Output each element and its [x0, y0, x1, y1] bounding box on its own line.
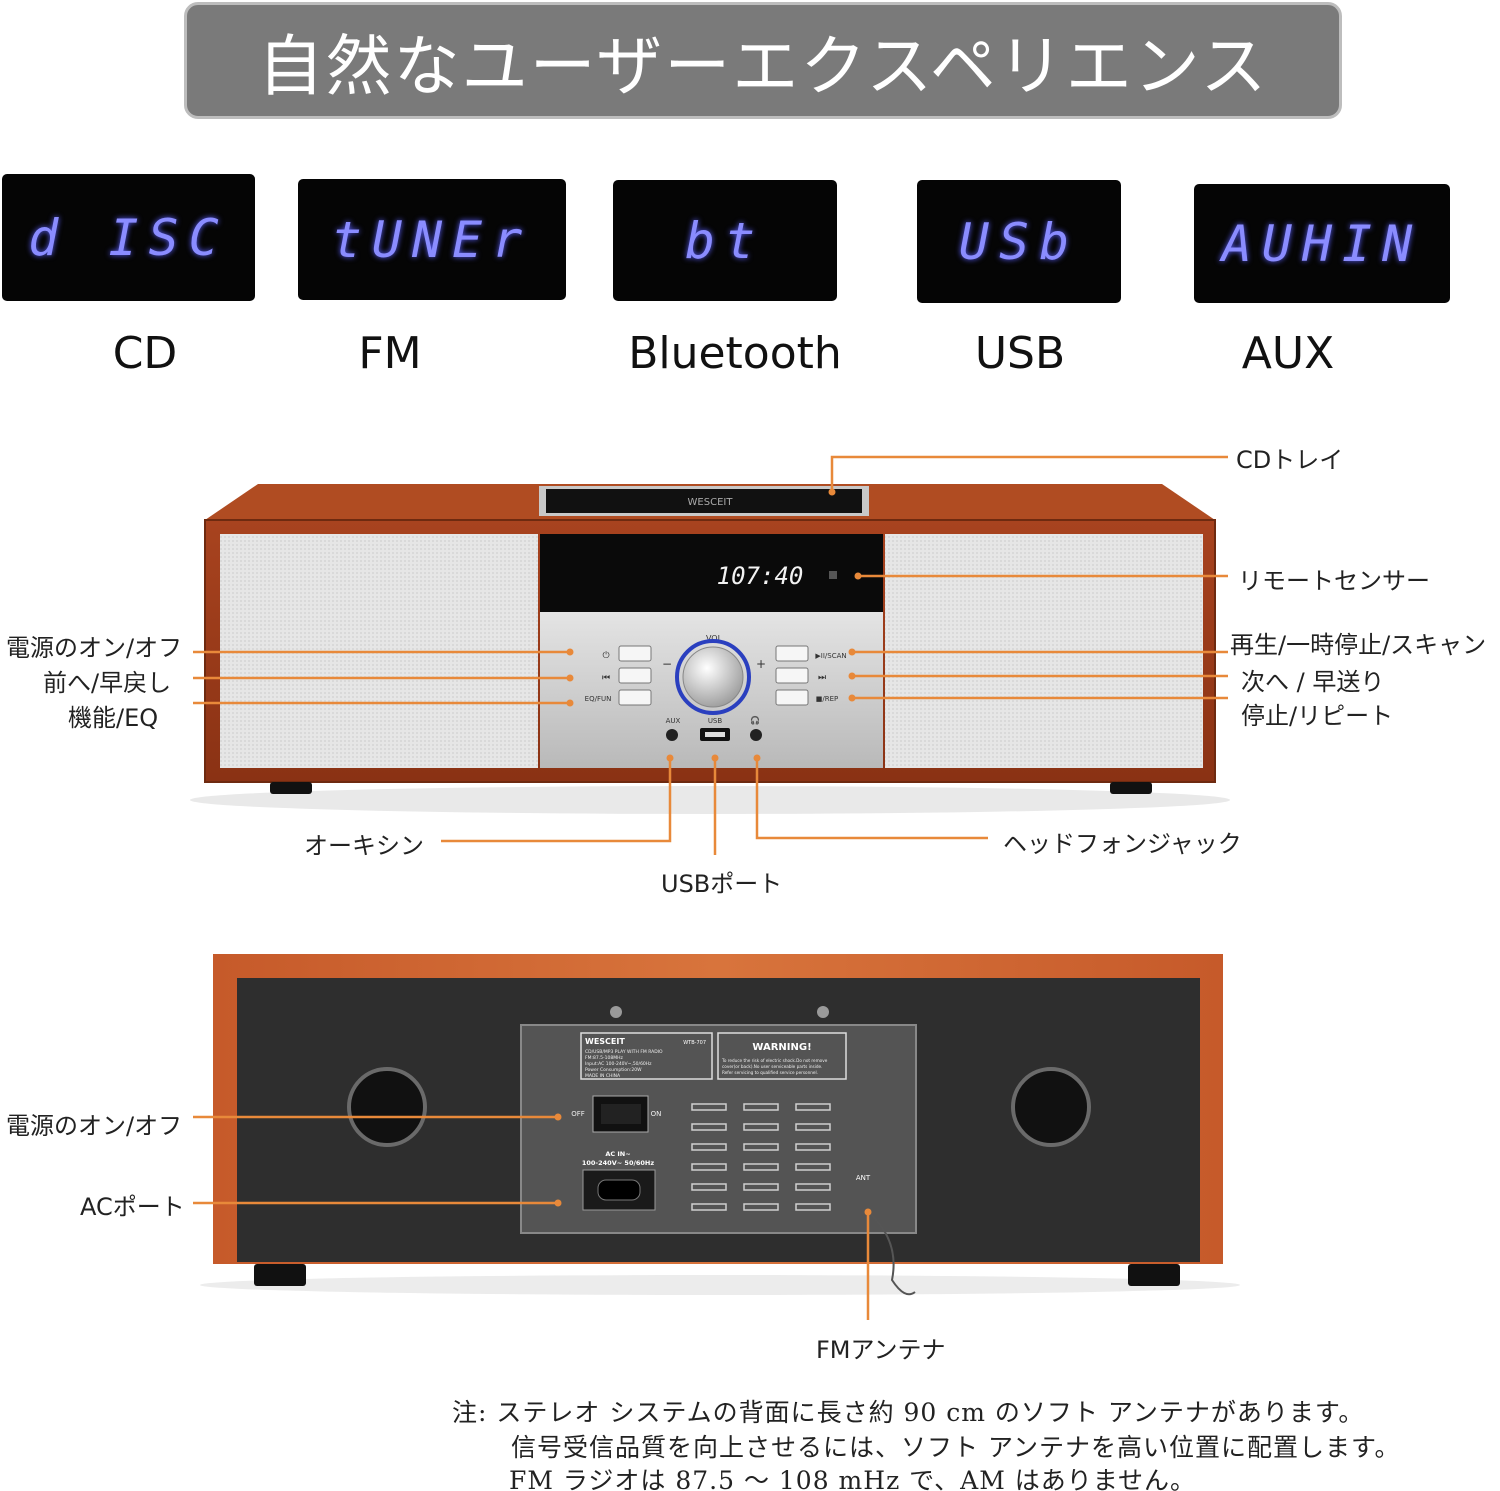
vol-label: VOL [706, 634, 723, 643]
mode-label-aux: AUX [1241, 328, 1335, 379]
headphone-jack [750, 729, 762, 741]
aux-jack [666, 729, 678, 741]
prev-icon: ⏮ [602, 673, 610, 683]
next-icon: ⏭ [818, 673, 826, 683]
play-pause-button [775, 645, 809, 662]
note-line-3: FM ラジオは 87.5 ～ 108 mHz で、AM はありません。 [509, 1466, 1197, 1491]
callout-cd-tray: CDトレイ [1236, 446, 1344, 474]
callout-play-pause: 再生/一時停止/スキャン [1230, 631, 1487, 659]
prev-button [618, 667, 652, 684]
callout-next: 次へ / 早送り [1241, 668, 1385, 696]
lcd-text-usb: USb [958, 212, 1080, 271]
spec-line-2: FM:87.5-108MHz [585, 1055, 623, 1061]
lcd-text-fm: tUNEr [331, 210, 533, 269]
warning-line-1: To reduce the risk of electric shock.Do … [721, 1058, 828, 1063]
callout-usb-port: USBポート [661, 870, 783, 898]
front-foot-left [270, 782, 312, 794]
switch-on-label: ON [651, 1110, 662, 1118]
front-foot-right [1110, 782, 1152, 794]
callout-aux: オーキシン [304, 832, 424, 860]
spec-model: WTB-707 [683, 1040, 706, 1046]
callout-ac-port: ACポート [80, 1193, 185, 1221]
mode-label-fm: FM [358, 328, 422, 379]
note-line-2: 信号受信品質を向上させるには、ソフト アンテナを高い位置に配置します。 [511, 1433, 1401, 1462]
warning-line-3: Refer servicing to qualified service per… [722, 1070, 818, 1075]
back-foot-right [1128, 1264, 1180, 1286]
spec-brand: WESCEIT [585, 1037, 625, 1046]
next-button [775, 667, 809, 684]
spec-line-3: Input:AC 100-240V~,50/60Hz [585, 1061, 652, 1067]
note-line-1: 注: ステレオ システムの背面に長さ約 90 cm のソフト アンテナがあります… [452, 1398, 1365, 1427]
callout-function: 機能/EQ [68, 704, 159, 732]
svg-text:+: + [756, 657, 766, 671]
callout-stop-repeat: 停止/リピート [1241, 702, 1394, 730]
lcd-display-cd: d ISC [2, 174, 255, 301]
front-shadow [190, 786, 1230, 814]
stop-button [775, 689, 809, 706]
left-bass-port [347, 1067, 427, 1147]
back-shadow [200, 1275, 1240, 1295]
fm-antenna-wire [867, 1211, 916, 1296]
clock-readout: 107:40 [717, 562, 804, 590]
volume-ring [675, 639, 751, 715]
callout-power: 電源のオン/オフ [6, 634, 183, 662]
lcd-text-aux: AUHIN [1221, 214, 1423, 273]
spec-line-1: CD/USB/MP3 PLAY WITH FM RADIO [585, 1049, 663, 1055]
cd-tray: WESCEIT [539, 486, 869, 516]
vent-slots [691, 1103, 831, 1211]
back-callout-lines [193, 1115, 870, 1320]
spec-label [580, 1032, 713, 1080]
lcd-text-bluetooth: bt [684, 211, 766, 270]
warning-title: WARNING! [752, 1042, 811, 1053]
banner-title: 自然なユーザーエクスペリエンス [257, 27, 1269, 105]
mode-label-usb: USB [974, 328, 1066, 379]
front-callout-lines [193, 455, 1228, 855]
power-button [618, 645, 652, 662]
warning-line-2: cover(or back).No user serviceable parts… [722, 1064, 822, 1069]
eq-fun-label: EQ/FUN [585, 695, 612, 703]
mode-label-bluetooth: Bluetooth [628, 328, 842, 379]
ant-label: ANT [856, 1174, 871, 1182]
switch-off-label: OFF [571, 1110, 585, 1118]
callout-fm-antenna: FMアンテナ [816, 1336, 946, 1364]
lcd-text-cd: d ISC [28, 208, 229, 267]
lcd-display-fm: tUNEr [298, 179, 566, 300]
mode-label-cd: CD [112, 328, 178, 379]
aux-jack-label: AUX [666, 717, 681, 725]
back-foot-left [254, 1264, 306, 1286]
power-icon: ⏻ [602, 650, 609, 661]
callout-headphone: ヘッドフォンジャック [1003, 830, 1242, 858]
headphone-icon: 🎧 [750, 715, 760, 725]
remote-sensor-window [829, 571, 837, 579]
cd-tray-brand: WESCEIT [688, 497, 734, 508]
warning-label [717, 1032, 847, 1080]
title-banner: 自然なユーザーエクスペリエンス [184, 2, 1342, 119]
ac-in-rating: 100-240V~ 50/60Hz [582, 1159, 654, 1167]
play-scan-label: ▶II/SCAN [815, 652, 846, 660]
stop-rep-label: ■/REP [816, 695, 838, 703]
volume-knob [682, 646, 744, 708]
lcd-display-usb: USb [917, 180, 1121, 303]
lcd-display-bluetooth: bt [613, 180, 837, 301]
callout-prev: 前へ/早戻し [43, 669, 172, 697]
right-bass-port [1011, 1067, 1091, 1147]
front-callout-dots [566, 488, 862, 762]
spec-line-5: MADE IN CHINA [585, 1073, 621, 1079]
usb-port-label: USB [708, 717, 723, 725]
lcd-display-aux: AUHIN [1194, 184, 1450, 303]
callout-back-power: 電源のオン/オフ [6, 1112, 183, 1140]
svg-text:−: − [662, 657, 672, 671]
spec-line-4: Power Consumption:20W [585, 1067, 642, 1073]
eq-fun-button [618, 689, 652, 706]
ac-in-label: AC IN~ [605, 1150, 630, 1158]
front-display [540, 534, 883, 612]
callout-remote-sensor: リモートセンサー [1238, 567, 1430, 595]
